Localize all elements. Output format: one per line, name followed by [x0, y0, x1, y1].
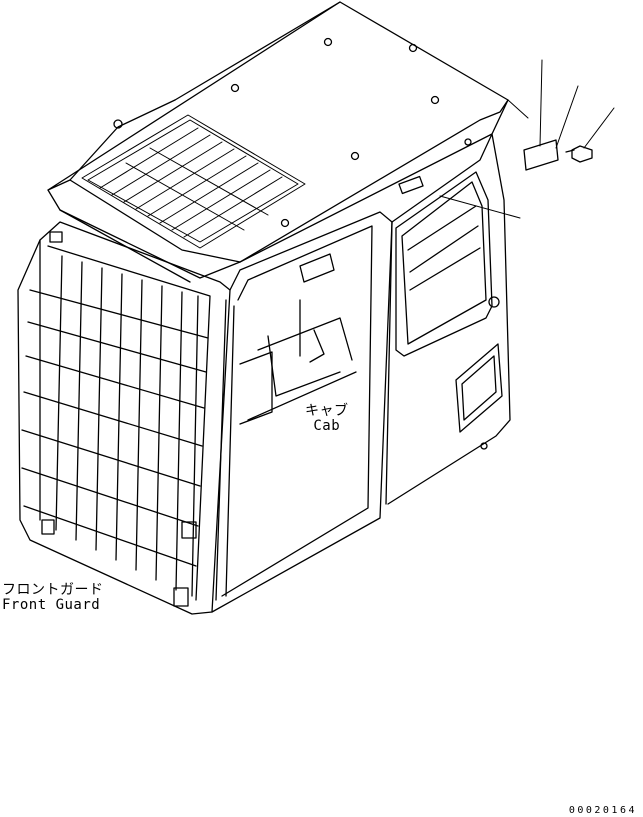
guard-bracket	[41, 519, 55, 535]
guard-bracket	[181, 521, 197, 539]
roof-bolt	[430, 95, 440, 105]
cab-label-en: Cab	[313, 418, 341, 434]
roof-bolt	[350, 151, 360, 161]
label-plate-part	[523, 139, 559, 171]
roof-vent-panel	[81, 114, 306, 249]
cab-door	[385, 133, 511, 505]
guard-bracket	[49, 231, 63, 243]
roof-bolt	[323, 37, 333, 47]
roof-bolt	[464, 138, 472, 146]
cab-label-jp: キャブ	[305, 403, 349, 419]
cab-body	[211, 211, 393, 613]
roof-bolt	[113, 119, 123, 129]
front-guard	[17, 221, 231, 615]
cab-roof	[47, 1, 509, 283]
front-guard-label-jp: フロントガード	[2, 582, 104, 598]
roof-bolt	[408, 43, 418, 53]
roof-bolt	[230, 83, 240, 93]
cab-label: キャブ Cab	[305, 404, 349, 434]
door-side-window	[455, 343, 503, 433]
door-decal	[398, 175, 424, 195]
front-guard-label-en: Front Guard	[2, 597, 101, 613]
door-handle-icon	[488, 296, 500, 308]
bolt-part	[571, 145, 593, 163]
front-guard-label: フロントガード Front Guard	[2, 583, 104, 613]
drawing-number: 00020164	[568, 805, 637, 816]
callout-parts	[439, 59, 615, 219]
guard-bracket	[173, 587, 189, 607]
roof-bolt	[280, 218, 290, 228]
